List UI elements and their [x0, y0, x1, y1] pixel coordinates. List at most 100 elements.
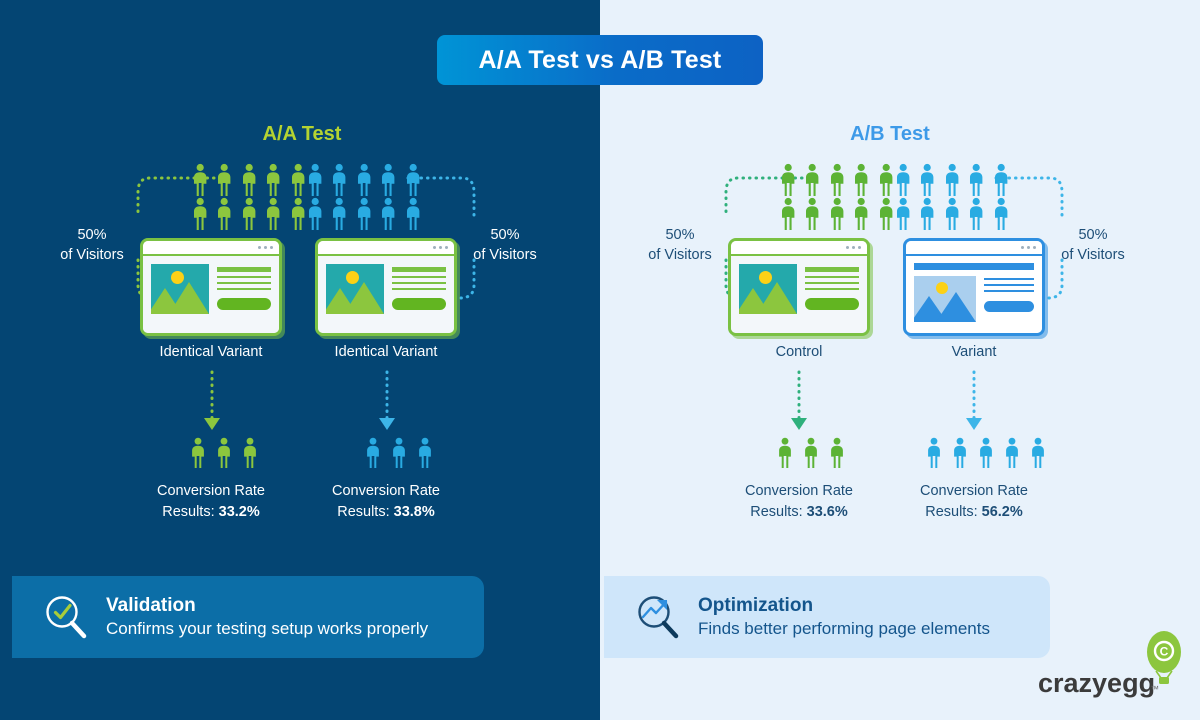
person-icon [973, 437, 999, 469]
browser-content [143, 256, 279, 333]
person-icon [874, 163, 898, 197]
result-people-aa-1 [185, 437, 263, 469]
person-icon [915, 163, 939, 197]
text-line [805, 276, 859, 278]
headline-bar [217, 267, 271, 272]
window-dot-icon [1027, 246, 1030, 249]
person-icon [211, 437, 237, 469]
visitors-label-ab-right: 50% of Visitors [1038, 225, 1148, 265]
section-title-ab: A/B Test [850, 123, 930, 145]
person-icon [188, 163, 212, 197]
people-group-aa-a [188, 163, 310, 231]
person-icon [376, 197, 400, 231]
result-ab-control: Conversion Rate Results: 33.6% [699, 481, 899, 523]
crazyegg-logo[interactable]: C crazyegg ™ [1030, 630, 1190, 702]
visitors-percent: 50% [665, 227, 695, 243]
person-icon [989, 197, 1013, 231]
window-dot-icon [264, 246, 267, 249]
visitors-text: of Visitors [1061, 247, 1125, 263]
browser-mockup-aa-variant-1[interactable] [140, 238, 282, 336]
window-dot-icon [433, 246, 436, 249]
person-icon [825, 197, 849, 231]
result-percent: 33.6% [806, 504, 848, 520]
text-line [392, 276, 446, 278]
person-icon [261, 163, 285, 197]
window-dot-icon [852, 246, 855, 249]
window-dot-icon [1033, 246, 1036, 249]
result-people-ab-control [772, 437, 850, 469]
person-icon [921, 437, 947, 469]
result-prefix: Results: [162, 504, 219, 520]
person-icon [261, 197, 285, 231]
result-label: Conversion Rate [332, 483, 440, 499]
window-dot-icon [846, 246, 849, 249]
person-icon [964, 163, 988, 197]
result-value-row: Results: 33.2% [111, 502, 311, 523]
window-dot-icon [439, 246, 442, 249]
browser-content [906, 256, 1042, 333]
result-percent: 33.2% [218, 504, 260, 520]
person-icon [989, 163, 1013, 197]
person-icon [940, 197, 964, 231]
text-line [392, 282, 446, 284]
mountain-shape [169, 282, 209, 314]
browser-content [318, 256, 454, 333]
callout-optimization: Optimization Finds better performing pag… [604, 576, 1050, 658]
person-icon [360, 437, 386, 469]
person-icon [798, 437, 824, 469]
sun-icon [759, 271, 772, 284]
window-dot-icon [445, 246, 448, 249]
person-icon [772, 437, 798, 469]
cta-button-shape[interactable] [217, 298, 271, 310]
sun-icon [171, 271, 184, 284]
content-lines [984, 276, 1034, 322]
result-label: Conversion Rate [157, 483, 265, 499]
person-icon [286, 197, 310, 231]
text-line [984, 290, 1034, 292]
person-icon [327, 163, 351, 197]
person-icon [286, 163, 310, 197]
result-label: Conversion Rate [745, 483, 853, 499]
window-dot-icon [270, 246, 273, 249]
result-value-row: Results: 56.2% [874, 502, 1074, 523]
person-icon [401, 197, 425, 231]
callout-text-group: Validation Confirms your testing setup w… [106, 595, 428, 639]
people-group-aa-b [303, 163, 425, 231]
people-group-ab-b [891, 163, 1013, 231]
result-prefix: Results: [337, 504, 394, 520]
magnifier-check-icon [42, 593, 90, 641]
result-people-aa-2 [360, 437, 438, 469]
text-line [984, 284, 1034, 286]
magnifier-trend-up-icon [634, 593, 682, 641]
callout-title: Optimization [698, 595, 814, 616]
person-icon [776, 197, 800, 231]
browser-mockup-aa-variant-2[interactable] [315, 238, 457, 336]
person-icon [386, 437, 412, 469]
visitors-text: of Visitors [60, 247, 124, 263]
browser-titlebar [318, 241, 454, 256]
window-dot-icon [1021, 246, 1024, 249]
cta-button-shape[interactable] [805, 298, 859, 310]
visitors-percent: 50% [490, 227, 520, 243]
browser-mockup-ab-control[interactable] [728, 238, 870, 336]
cta-button-shape[interactable] [984, 301, 1034, 312]
visitors-label-ab-left: 50% of Visitors [625, 225, 735, 265]
result-aa-variant-1: Conversion Rate Results: 33.2% [111, 481, 311, 523]
person-icon [849, 163, 873, 197]
browser-titlebar [143, 241, 279, 256]
result-prefix: Results: [925, 504, 982, 520]
person-icon [915, 197, 939, 231]
cta-button-shape[interactable] [392, 298, 446, 310]
caption-aa-variant-1: Identical Variant [159, 344, 263, 360]
mountain-shape [344, 282, 384, 314]
hero-image-icon [739, 264, 797, 314]
callout-subtitle: Finds better performing page elements [698, 619, 990, 638]
result-people-ab-variant [921, 437, 1051, 469]
section-title-aa: A/A Test [262, 123, 342, 145]
content-lines [805, 264, 859, 328]
browser-mockup-ab-variant[interactable] [903, 238, 1045, 336]
headline-bar [805, 267, 859, 272]
person-icon [891, 197, 915, 231]
svg-text:C: C [1160, 645, 1169, 659]
result-aa-variant-2: Conversion Rate Results: 33.8% [286, 481, 486, 523]
